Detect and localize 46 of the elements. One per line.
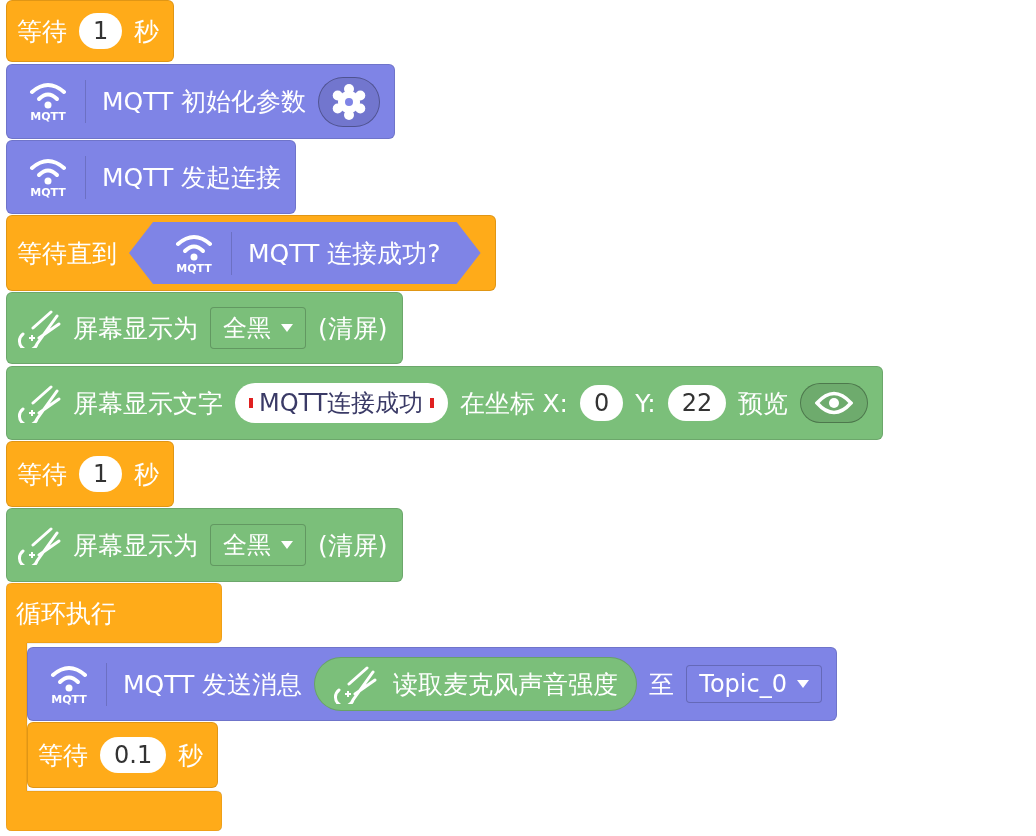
- dropdown-field: Topic_0: [686, 665, 822, 703]
- number-field: 0: [580, 385, 624, 421]
- block-label: 在坐标 X:: [459, 387, 568, 420]
- number-field: 22: [667, 385, 727, 421]
- command-block: [27, 722, 219, 788]
- block-label: 屏幕显示文字: [73, 387, 223, 420]
- block-label: (清屏): [318, 312, 388, 345]
- block-label: 等待: [38, 739, 88, 772]
- command-block: [6, 64, 396, 139]
- block-label: (清屏): [318, 529, 388, 562]
- block-label: MQTT 发起连接: [102, 161, 282, 194]
- block-label: MQTT 连接成功?: [248, 237, 441, 270]
- reporter-block: [314, 657, 638, 711]
- command-block: [6, 140, 297, 214]
- dropdown-field: 全黑: [210, 524, 306, 566]
- block-label: 屏幕显示为: [73, 529, 198, 562]
- block-label: 至: [649, 668, 675, 701]
- icon-caption: MQTT: [30, 185, 66, 199]
- block-label: 预览: [738, 387, 789, 420]
- command-block: [6, 0, 175, 62]
- command-block: [6, 215, 496, 291]
- text-field: MQTT连接成功: [235, 383, 448, 423]
- number-field: 1: [79, 13, 123, 49]
- icon-caption: MQTT: [51, 692, 87, 706]
- block-label: 秒: [134, 15, 160, 48]
- block-label: Y:: [635, 388, 656, 418]
- icon-caption: MQTT: [176, 261, 212, 275]
- icon-caption: MQTT: [30, 110, 66, 123]
- number-field: 1: [79, 456, 123, 492]
- block-label: 等待: [17, 15, 67, 48]
- block-label: 循环执行: [16, 598, 116, 630]
- block-label: 秒: [134, 458, 160, 491]
- block-label: MQTT 初始化参数: [102, 86, 307, 118]
- command-block: [27, 647, 837, 721]
- block-label: MQTT 发送消息: [123, 668, 303, 701]
- command-block: [6, 508, 403, 582]
- block-label: 等待: [17, 458, 67, 491]
- block-label: 秒: [178, 739, 204, 772]
- block-label: 读取麦克风声音强度: [393, 668, 619, 701]
- command-block: [6, 292, 403, 364]
- block-label: 等待直到: [17, 237, 117, 270]
- number-field: 0.1: [100, 737, 167, 773]
- command-block: [6, 441, 175, 507]
- block-label: 屏幕显示为: [73, 312, 198, 345]
- command-block: [6, 366, 884, 440]
- dropdown-field: 全黑: [210, 307, 306, 349]
